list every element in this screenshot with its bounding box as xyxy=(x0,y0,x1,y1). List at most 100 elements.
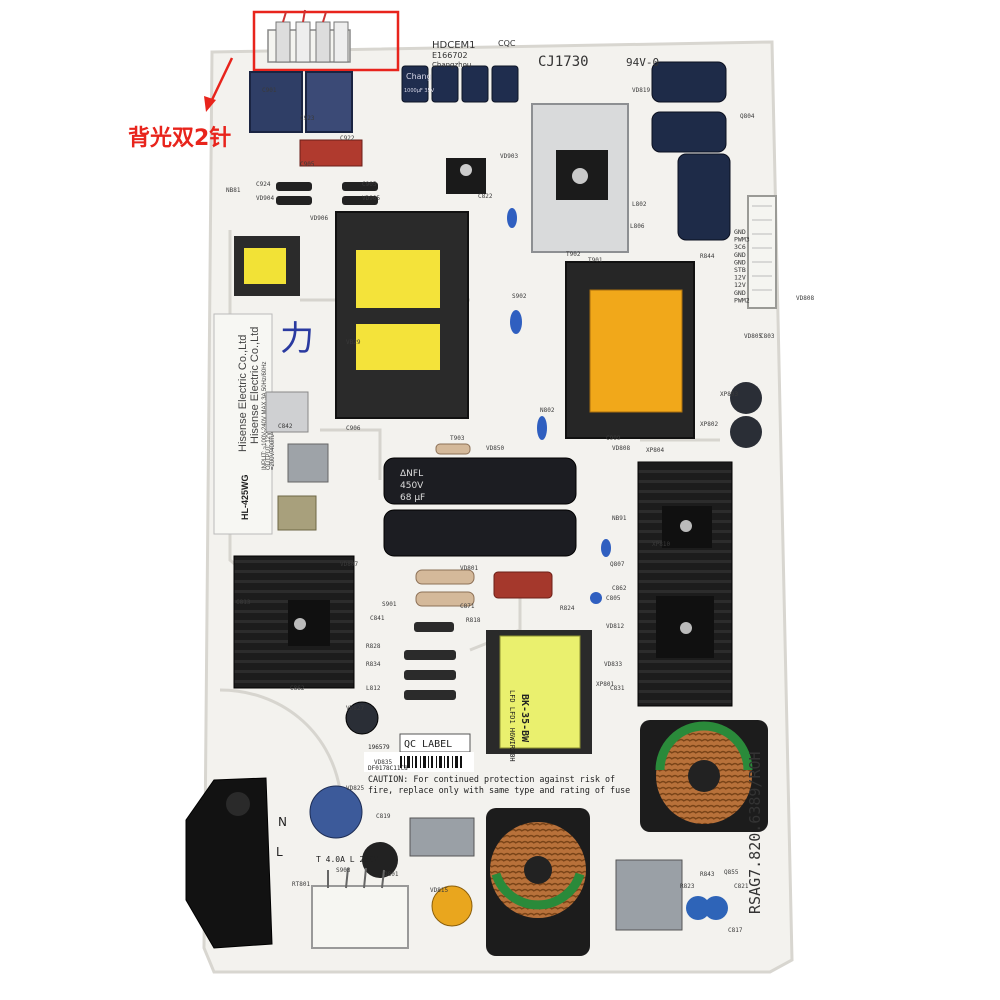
mains-n: N xyxy=(278,815,287,829)
ref-designator: L802 xyxy=(632,201,647,208)
ref-designator: R844 xyxy=(700,253,715,260)
connector-pin-label: GND xyxy=(734,289,746,297)
ref-designator: R818 xyxy=(466,617,481,624)
flammability-rating: 94V-0 xyxy=(626,56,659,69)
handwritten-mark: 力 xyxy=(280,319,314,359)
nameplate-company2: Hisense Electric Co.,Ltd xyxy=(237,335,249,452)
connector-pin-label: 3C6 xyxy=(734,243,746,251)
nameplate-input: INPUT: ~100V-240V MAX 3A 50Hz/60Hz xyxy=(262,361,268,470)
bulk-capacitors xyxy=(383,457,577,557)
output-capacitors-top xyxy=(401,65,519,103)
barcode-bottom: DF0178C11C8 xyxy=(368,765,408,772)
ref-designator: Q855 xyxy=(724,869,739,876)
nameplate-output1: OUTPUT: 12V/4A 18V/4.5A xyxy=(266,397,272,470)
ref-designator: C905 xyxy=(362,181,377,188)
ref-designator: VD808 xyxy=(796,295,814,302)
part-number: RSAG7.820.6389/ROH xyxy=(746,751,764,914)
ref-designator: XP801 xyxy=(596,681,614,688)
fuse-rating: T 4.0A L 250V xyxy=(316,855,379,864)
ref-designator: C841 xyxy=(370,615,385,622)
qc-label: QC LABEL xyxy=(404,739,452,750)
ref-designator: RT801 xyxy=(292,881,310,888)
transformer-label2: LFD LFD1 H6WIR20H xyxy=(508,690,516,762)
caution-line-1: CAUTION: For continued protection agains… xyxy=(368,774,615,784)
ref-designator: R843 xyxy=(700,871,715,878)
ref-designator: T901 xyxy=(588,257,603,264)
ref-designator: R823 xyxy=(680,883,695,890)
connector-pin-label: STB xyxy=(734,266,746,274)
ref-designator: VD905 xyxy=(362,195,380,202)
bulk-cap-brand: ΔNFL xyxy=(400,469,423,479)
ul-mark: HDCEM1 xyxy=(432,40,476,51)
bulk-cap-value: 68 μF xyxy=(400,493,425,503)
ref-designator: S903 xyxy=(336,867,351,874)
ref-designator: NB81 xyxy=(226,187,241,194)
ref-designator: VD833 xyxy=(604,661,622,668)
ref-designator: T903 xyxy=(450,435,465,442)
ref-designator: Q804 xyxy=(740,113,755,120)
ref-designator: XP804 xyxy=(646,447,664,454)
ref-designator: C905 xyxy=(300,161,315,168)
ref-designator: C862 xyxy=(612,585,627,592)
heatsink-right xyxy=(637,461,733,707)
ref-designator: N802 xyxy=(540,407,555,414)
ref-designator: NB91 xyxy=(612,515,627,522)
maker-line: Changzhou xyxy=(432,61,471,69)
ref-designator: C821 xyxy=(734,883,749,890)
ref-designator: L806 xyxy=(630,223,645,230)
model-sticker: HL-425WG xyxy=(240,474,250,520)
ref-designator: C842 xyxy=(278,423,293,430)
ref-designator: VD835 xyxy=(374,759,392,766)
e-number: E166702 xyxy=(432,51,468,60)
ref-designator: XP810 xyxy=(652,541,670,548)
connector-pin-label: 12V xyxy=(734,274,746,282)
connector-xp801 xyxy=(311,867,409,949)
ref-designator: Q807 xyxy=(610,561,625,568)
ref-designator: VD825 xyxy=(346,785,364,792)
cap-rating: 1000μF 35V xyxy=(404,88,435,94)
ref-designator: C924 xyxy=(256,181,271,188)
ref-designator: Q801 xyxy=(384,871,399,878)
backlight-connector xyxy=(267,9,351,63)
common-mode-choke-right xyxy=(640,720,768,832)
ref-designator: VD906 xyxy=(310,215,328,222)
ref-designator: C805 xyxy=(606,595,621,602)
ref-designator: VD808 xyxy=(612,445,630,452)
connector-pin-label: GND xyxy=(734,228,746,236)
connector-pin-label: PWM2 xyxy=(734,296,750,304)
ref-designator: VD815 xyxy=(430,887,448,894)
ref-designator: XP803 xyxy=(720,391,738,398)
nameplate-company: Hisense Electric Co.,Ltd xyxy=(249,327,261,444)
ref-designator: C803 xyxy=(760,333,775,340)
connector-pin-label: GND xyxy=(734,258,746,266)
ref-designator: T902 xyxy=(566,251,581,258)
transformer-label: BK-35-BW xyxy=(519,694,530,743)
ac-inlet xyxy=(185,777,273,949)
connector-pin-label: PWM3 xyxy=(734,236,750,244)
ref-designator: C922 xyxy=(340,135,355,142)
ref-designator: R828 xyxy=(366,643,381,650)
ref-designator: VD903 xyxy=(500,153,518,160)
ref-designator: S901 xyxy=(382,601,397,608)
ref-designator: R824 xyxy=(560,605,575,612)
nameplate-output2: =200V/400mA xyxy=(270,432,276,470)
bulk-cap-rating: 450V xyxy=(400,481,424,491)
ref-designator: C819 xyxy=(376,813,391,820)
barcode-top: 196579 xyxy=(368,744,390,751)
connector-pin-label: GND xyxy=(734,251,746,259)
cqc-mark: CQC xyxy=(498,39,516,48)
transformer-t901 xyxy=(335,211,469,419)
date-code: CJ1730 xyxy=(538,54,589,70)
ref-designator: C813 xyxy=(236,599,251,606)
ref-designator: VD850 xyxy=(486,445,504,452)
ref-designator: C923 xyxy=(300,115,315,122)
ref-designator: VB29 xyxy=(346,339,361,346)
ref-designator: VD807 xyxy=(340,561,358,568)
ref-designator: C909 xyxy=(606,435,621,442)
connector-xp804 xyxy=(747,195,777,309)
nameplate xyxy=(213,313,273,535)
ref-designator: R834 xyxy=(366,661,381,668)
